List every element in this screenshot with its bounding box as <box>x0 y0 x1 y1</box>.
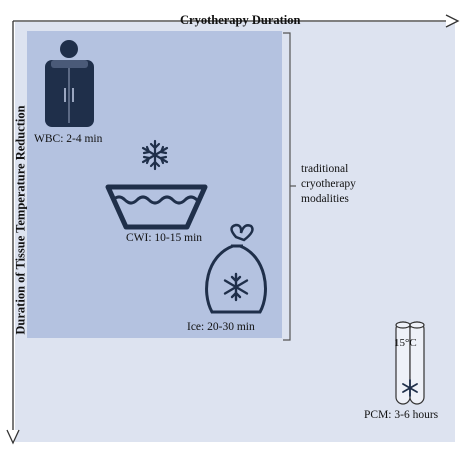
x-axis-arrow <box>13 14 460 28</box>
pcm-label: PCM: 3-6 hours <box>364 409 439 421</box>
x-axis-title: Cryotherapy Duration <box>180 13 301 27</box>
basin-icon <box>105 184 208 230</box>
pcm-temperature-label: 15°C <box>394 337 417 349</box>
snowflake-icon <box>141 139 169 171</box>
bracket-note-line: traditional <box>301 163 349 175</box>
person-cabin-icon <box>45 40 94 127</box>
ice-bag-icon <box>205 223 267 314</box>
pcm-tubes-icon <box>395 321 425 405</box>
wbc-label: WBC: 2-4 min <box>34 133 103 145</box>
y-axis-title: Duration of Tissue Temperature Reduction <box>13 105 28 335</box>
bracket-note-line: modalities <box>301 193 349 205</box>
ice-label: Ice: 20-30 min <box>187 321 255 333</box>
cwi-label: CWI: 10-15 min <box>126 232 203 244</box>
bracket-note-line: cryotherapy <box>301 178 356 190</box>
bracket-note: traditional cryotherapy modalities <box>301 162 356 207</box>
y-axis-arrow <box>6 21 20 445</box>
